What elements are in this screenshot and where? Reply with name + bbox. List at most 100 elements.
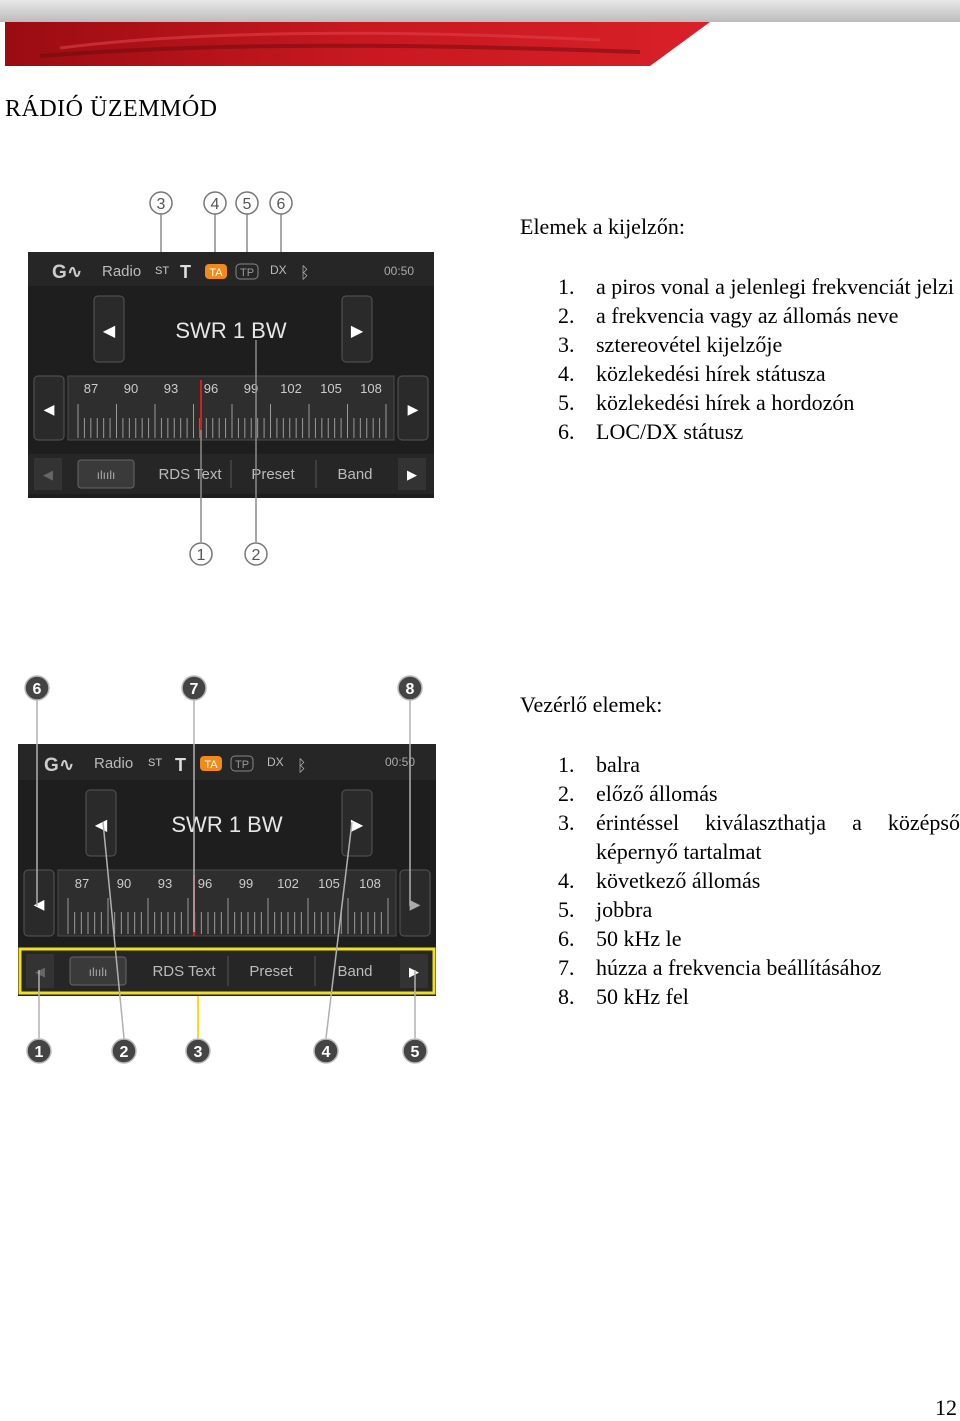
- svg-text:87: 87: [75, 876, 89, 891]
- tab-rds-text[interactable]: RDS Text: [158, 466, 222, 483]
- mode-label: Radio: [102, 263, 141, 280]
- frequency-scale[interactable]: [67, 375, 395, 441]
- list-item: 5.közlekedési hírek a hordozón: [558, 390, 855, 415]
- clock: 00:50: [385, 755, 415, 769]
- svg-text:2: 2: [120, 1044, 129, 1061]
- clock: 00:50: [384, 264, 414, 278]
- list-item: 7.húzza a frekvencia beállításához: [558, 955, 882, 980]
- antenna-icon: T: [175, 755, 186, 775]
- page-title: RÁDIÓ ÜZEMMÓD: [5, 96, 218, 122]
- svg-text:90: 90: [124, 381, 138, 396]
- tune-down-button[interactable]: [23, 869, 55, 937]
- svg-text:102: 102: [277, 876, 299, 891]
- arrow-left-icon: ◀: [34, 896, 45, 912]
- svg-text:6: 6: [33, 681, 42, 698]
- arrow-right-icon: ▶: [409, 964, 419, 979]
- svg-text:108: 108: [360, 381, 382, 396]
- prev-station-button[interactable]: [93, 295, 125, 363]
- scan-icon: ılıılı: [89, 965, 108, 979]
- tab-preset[interactable]: Preset: [251, 466, 295, 483]
- bluetooth-icon: ᛒ: [297, 758, 307, 775]
- list-item: 4.közlekedési hírek státusza: [558, 361, 826, 386]
- dx-indicator: DX: [267, 755, 284, 769]
- left-button[interactable]: [34, 458, 62, 490]
- svg-text:108: 108: [359, 876, 381, 891]
- ta-indicator: TA: [204, 759, 218, 771]
- tune-up-button[interactable]: [399, 869, 431, 937]
- callout-5: 5: [402, 1038, 428, 1064]
- list-item: 8.50 kHz fel: [558, 984, 689, 1009]
- tp-indicator: TP: [235, 759, 249, 771]
- arrow-right-icon: ▶: [351, 323, 364, 340]
- list-item: 1.balra: [558, 752, 640, 777]
- right-button[interactable]: [398, 458, 426, 490]
- svg-text:6: 6: [277, 196, 286, 213]
- right-button[interactable]: [400, 954, 428, 988]
- mode-label: Radio: [94, 755, 133, 772]
- svg-text:99: 99: [244, 381, 258, 396]
- callout-3: 3: [185, 1038, 211, 1064]
- scan-button[interactable]: [69, 956, 127, 986]
- logo-icon: G∿: [52, 262, 83, 283]
- tab-preset[interactable]: Preset: [249, 963, 293, 980]
- list-item: 1.a piros vonal a jelenlegi frekvenciát …: [558, 274, 954, 299]
- svg-text:105: 105: [318, 876, 340, 891]
- svg-text:3: 3: [157, 196, 166, 213]
- callout-2: 2: [244, 542, 268, 566]
- scan-icon: ılıılı: [97, 468, 116, 482]
- radio-display-diagram: 3 4 5 6 G∿ Radio ST T TA TP DX ᛒ 00:50 ◀…: [28, 191, 434, 566]
- arrow-right-icon: ▶: [410, 896, 421, 912]
- callout-8: 8: [397, 675, 423, 701]
- callout-6: 6: [269, 191, 293, 215]
- svg-text:5: 5: [243, 196, 252, 213]
- arrow-right-icon: ▶: [351, 817, 364, 834]
- callout-1: 1: [26, 1038, 52, 1064]
- tab-band[interactable]: Band: [337, 963, 372, 980]
- list-item: 6.50 kHz le: [558, 926, 682, 951]
- arrow-right-icon: ▶: [408, 401, 419, 417]
- svg-text:3: 3: [194, 1044, 203, 1061]
- arrow-left-icon: ◀: [103, 323, 116, 340]
- callout-4: 4: [203, 191, 227, 215]
- svg-text:8: 8: [406, 681, 415, 698]
- list-item: 3.érintéssel kiválaszthatja a középső ké…: [558, 810, 960, 864]
- list-item: 3.sztereovétel kijelzője: [558, 332, 783, 357]
- tune-down-button[interactable]: [33, 375, 65, 441]
- scan-button[interactable]: [77, 459, 135, 489]
- station-name[interactable]: SWR 1 BW: [171, 812, 282, 837]
- list-item: 2.előző állomás: [558, 781, 718, 806]
- list-item: 2.a frekvencia vagy az állomás neve: [558, 303, 899, 328]
- arrow-left-icon: ◀: [95, 817, 108, 834]
- svg-text:1: 1: [197, 547, 206, 564]
- callout-1: 1: [189, 542, 213, 566]
- tune-up-button[interactable]: [397, 375, 429, 441]
- arrow-left-icon: ◀: [35, 964, 45, 979]
- svg-text:93: 93: [158, 876, 172, 891]
- svg-text:105: 105: [320, 381, 342, 396]
- left-button[interactable]: [26, 954, 54, 988]
- callout-4: 4: [313, 1038, 339, 1064]
- dx-indicator: DX: [270, 263, 287, 277]
- tab-rds-text[interactable]: RDS Text: [152, 963, 216, 980]
- logo-icon: G∿: [44, 755, 75, 776]
- svg-text:93: 93: [164, 381, 178, 396]
- header-banner: [0, 0, 960, 66]
- ta-indicator: TA: [209, 267, 223, 279]
- antenna-icon: T: [180, 262, 191, 282]
- display-elements-heading: Elemek a kijelzőn:: [520, 214, 685, 239]
- next-station-button[interactable]: [341, 295, 373, 363]
- control-elements-list: 1.balra 2.előző állomás 3.érintéssel kiv…: [558, 750, 960, 1011]
- svg-text:1: 1: [35, 1044, 44, 1061]
- control-elements-heading: Vezérlő elemek:: [520, 692, 663, 717]
- display-elements-list: 1.a piros vonal a jelenlegi frekvenciát …: [558, 272, 960, 446]
- callout-3: 3: [149, 191, 173, 215]
- station-name[interactable]: SWR 1 BW: [175, 318, 286, 343]
- prev-station-button[interactable]: [85, 789, 117, 857]
- tab-band[interactable]: Band: [337, 466, 372, 483]
- arrow-left-icon: ◀: [43, 467, 53, 482]
- bluetooth-icon: ᛒ: [300, 265, 310, 282]
- svg-text:4: 4: [322, 1044, 331, 1061]
- arrow-right-icon: ▶: [407, 467, 417, 482]
- arrow-left-icon: ◀: [44, 401, 55, 417]
- svg-text:96: 96: [198, 876, 212, 891]
